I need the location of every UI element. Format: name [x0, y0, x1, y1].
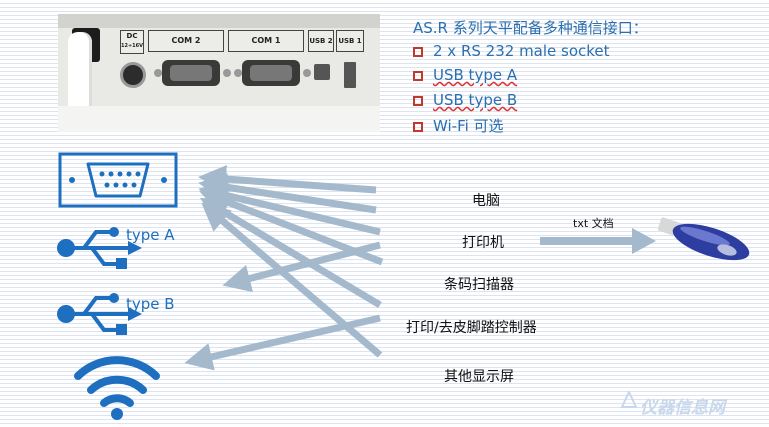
serial-port-icon: [58, 152, 178, 208]
txt-document-label: txt 文档: [573, 217, 614, 230]
dc-label-text: DC: [126, 32, 138, 40]
panel-bottom: [58, 106, 380, 132]
checkbox-icon: [413, 96, 423, 106]
com2-label: COM 2: [148, 30, 224, 52]
screw: [234, 69, 242, 77]
checkbox-icon: [413, 71, 423, 81]
screw: [154, 69, 162, 77]
device-panel-photo: DC 12÷16V COM 2 COM 1 USB 2 USB 1: [58, 14, 380, 132]
com2-port: [162, 60, 220, 86]
usb-type-b-label: type B: [126, 295, 175, 313]
watermark-logo-icon: [620, 391, 638, 408]
device-label-barcode-scanner: 条码扫描器: [444, 277, 514, 293]
feature-item: 2 x RS 232 male socket: [413, 42, 610, 60]
screw: [223, 69, 231, 77]
wifi-icon: [74, 356, 160, 420]
usb-b-port: [314, 64, 330, 80]
feature-item: Wi-Fi 可选: [413, 115, 504, 136]
usb-type-a-label: type A: [126, 226, 175, 244]
device-label-pc: 电脑: [472, 193, 500, 209]
dc-volt-text: 12÷16V: [121, 43, 143, 49]
page-title: AS.R 系列天平配备多种通信接口：: [413, 19, 648, 37]
feature-label: Wi-Fi 可选: [433, 117, 504, 135]
dc-jack: [120, 62, 146, 88]
panel-top-edge: [58, 14, 380, 28]
checkbox-icon: [413, 47, 423, 57]
screw: [303, 69, 311, 77]
feature-label: USB type B: [433, 91, 518, 109]
watermark: 仪器信息网: [640, 398, 725, 418]
usb-icon: [57, 293, 142, 335]
checkbox-icon: [413, 122, 423, 132]
device-label-foot-pedal: 打印/去皮脚踏控制器: [406, 320, 537, 336]
device-label-display: 其他显示屏: [444, 369, 514, 385]
usb-flash-drive-icon: [657, 217, 750, 261]
usb1-label: USB 1: [336, 30, 364, 52]
feature-label: 2 x RS 232 male socket: [433, 42, 610, 60]
device-label-printer: 打印机: [462, 235, 504, 251]
com1-label: COM 1: [228, 30, 304, 52]
feature-item: USB type A: [413, 66, 517, 84]
feature-label: USB type A: [433, 66, 518, 84]
usb-a-port: [344, 62, 356, 88]
dc-label: DC 12÷16V: [120, 30, 144, 54]
com1-port: [242, 60, 300, 86]
usb2-label: USB 2: [308, 30, 334, 52]
usb-icon: [57, 227, 142, 269]
feature-item: USB type B: [413, 91, 517, 109]
